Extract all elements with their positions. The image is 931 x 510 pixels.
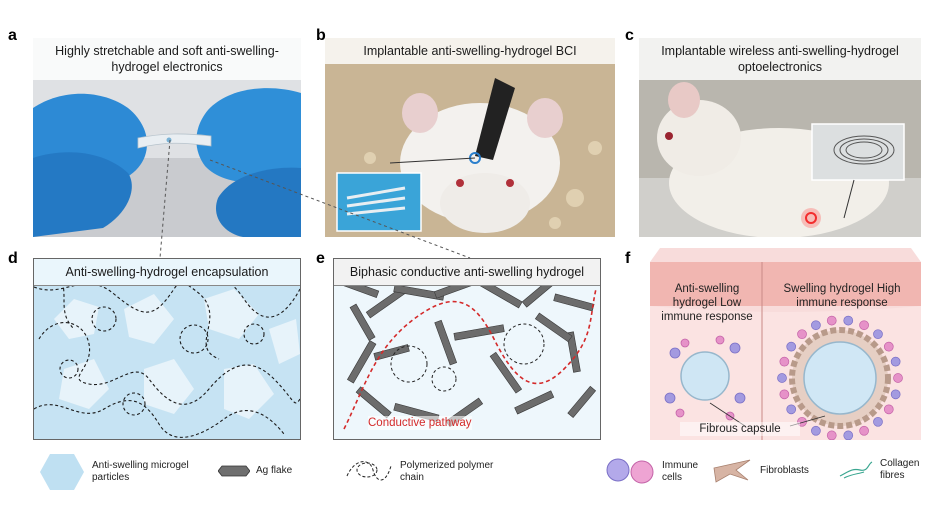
legend-ag-flake-text: Ag flake: [256, 465, 293, 476]
immune-cell: [859, 320, 869, 331]
anti-swelling-response-label: Anti-swelling hydrogel Low immune respon…: [661, 283, 753, 323]
immune-cell: [883, 341, 894, 352]
microgel-particle-icon: [40, 454, 84, 490]
legend-collagen-text: Collagen fibres: [880, 458, 920, 481]
panel-b-title: Implantable anti-swelling-hydrogel BCI: [325, 38, 615, 64]
panel-f-diagram: Anti-swelling hydrogel Low immune respon…: [650, 248, 921, 440]
polymer-chain-icon: [346, 461, 392, 481]
immune-cell: [893, 373, 903, 383]
swelling-response-label: Swelling hydrogel High immune response: [783, 283, 901, 309]
panel-a-photo: Highly stretchable and soft anti-swellin…: [33, 38, 301, 237]
immune-response-diagram: [650, 248, 921, 440]
legend-fibroblasts-text: Fibroblasts: [760, 465, 809, 476]
panel-letter-f: f: [625, 250, 631, 267]
immune-cell: [859, 425, 869, 436]
immune-cell: [883, 404, 894, 415]
panel-letter-a: a: [8, 27, 17, 44]
immune-cell: [777, 373, 787, 383]
panel-letter-b: b: [316, 27, 326, 44]
immune-cell: [890, 389, 901, 400]
immune-cell: [890, 356, 901, 367]
immune-cell: [811, 425, 821, 436]
immune-cell: [779, 389, 790, 400]
legend-polymer-text: Polymerized polymer chain: [400, 460, 494, 483]
immune-cell: [797, 329, 807, 340]
panel-e-title: Biphasic conductive anti-swelling hydrog…: [334, 259, 600, 286]
ag-flake-network-diagram: [334, 259, 600, 439]
immune-cell: [786, 341, 797, 352]
panel-letter-c: c: [625, 27, 634, 44]
immune-cell: [811, 320, 821, 331]
fibroblast-icon: [713, 459, 751, 483]
legend: Anti-swelling microgel particles Ag flak…: [0, 448, 931, 508]
rat-bci-illustration: [325, 38, 615, 237]
immune-cell: [786, 404, 797, 415]
immune-cell: [843, 430, 854, 440]
immune-cells-icon: [606, 458, 654, 484]
immune-cell: [873, 416, 883, 427]
ag-flake-icon: [218, 465, 250, 477]
panel-letter-d: d: [8, 250, 18, 267]
fibrous-capsule-label: Fibrous capsule: [680, 422, 800, 436]
microgel-network-diagram: [34, 259, 300, 439]
immune-cell: [843, 315, 854, 326]
panel-d-title: Anti-swelling-hydrogel encapsulation: [34, 259, 300, 286]
legend-immune-text: Immune cells: [662, 460, 699, 483]
collagen-fibre-icon: [839, 461, 873, 479]
panel-letter-e: e: [316, 250, 325, 267]
immune-cell: [826, 430, 837, 440]
panel-c-title: Implantable wireless anti-swelling-hydro…: [639, 38, 921, 80]
panel-c-photo: Implantable wireless anti-swelling-hydro…: [639, 38, 921, 237]
panel-e-diagram: Biphasic conductive anti-swelling hydrog…: [333, 258, 601, 440]
panel-d-diagram: Anti-swelling-hydrogel encapsulation: [33, 258, 301, 440]
panel-a-title: Highly stretchable and soft anti-swellin…: [33, 38, 301, 80]
panel-b-photo: Implantable anti-swelling-hydrogel BCI: [325, 38, 615, 237]
immune-cell: [826, 315, 837, 326]
immune-cell: [779, 356, 790, 367]
legend-microgel-text: Anti-swelling microgel particles: [92, 460, 189, 483]
immune-cell: [873, 329, 883, 340]
conductive-pathway-label: Conductive pathway: [368, 416, 472, 430]
